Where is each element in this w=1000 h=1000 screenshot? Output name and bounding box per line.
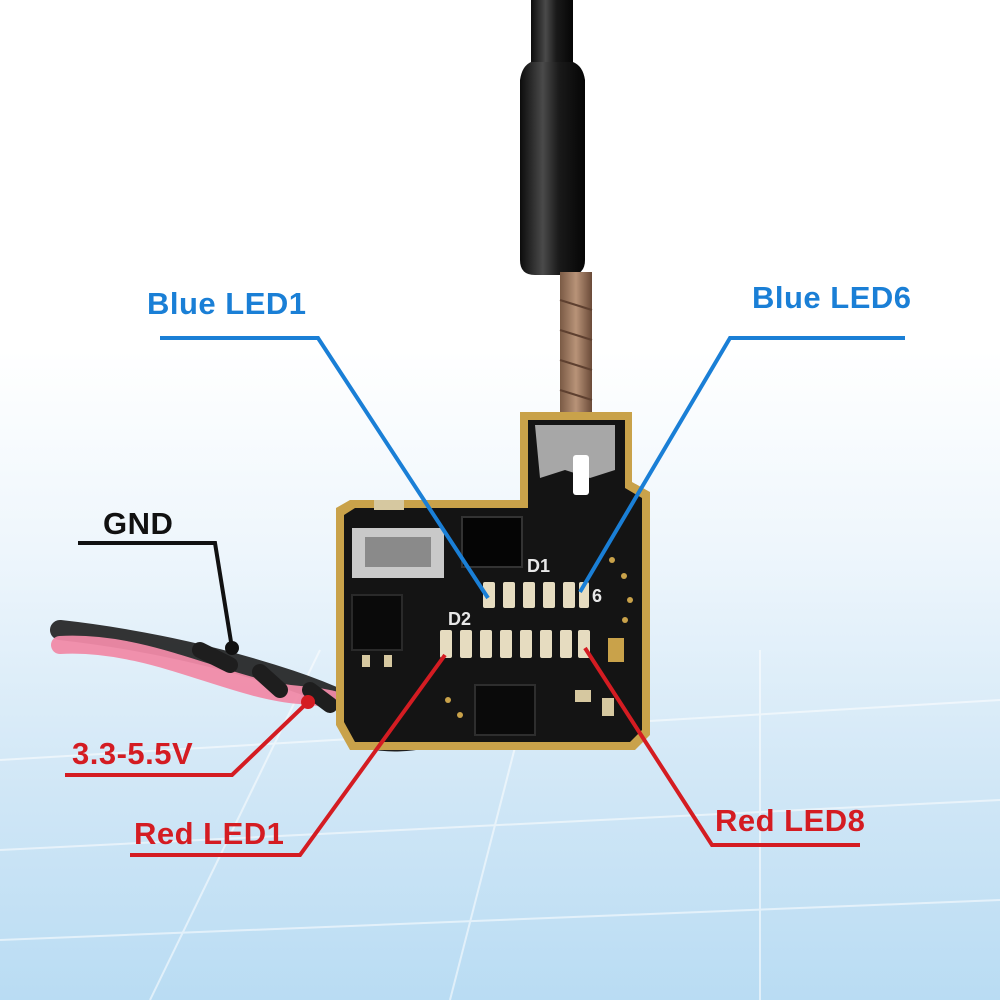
led-row-upper [483, 582, 589, 608]
antenna-cable-icon [520, 0, 593, 432]
callout-voltage [65, 700, 310, 777]
label-voltage: 3.3-5.5V [72, 736, 194, 771]
callout-red-led1 [130, 653, 447, 857]
silk-d2: D2 [448, 609, 471, 629]
callout-gnd [78, 541, 234, 649]
label-blue-led6: Blue LED6 [752, 280, 912, 315]
background-grid [0, 649, 1000, 1000]
silk-six: 6 [592, 586, 602, 606]
voltage-dot [301, 695, 315, 709]
label-blue-led1: Blue LED1 [147, 286, 307, 321]
vtx-board-icon: D1 D2 6 [336, 412, 650, 750]
label-red-led1: Red LED1 [134, 816, 285, 851]
label-red-led8: Red LED8 [715, 803, 866, 838]
gnd-dot [225, 641, 239, 655]
silk-d1: D1 [527, 556, 550, 576]
label-gnd: GND [103, 506, 174, 541]
callout-blue-led6 [578, 336, 905, 594]
callout-red-led8 [583, 646, 860, 847]
callout-blue-led1 [160, 336, 490, 600]
